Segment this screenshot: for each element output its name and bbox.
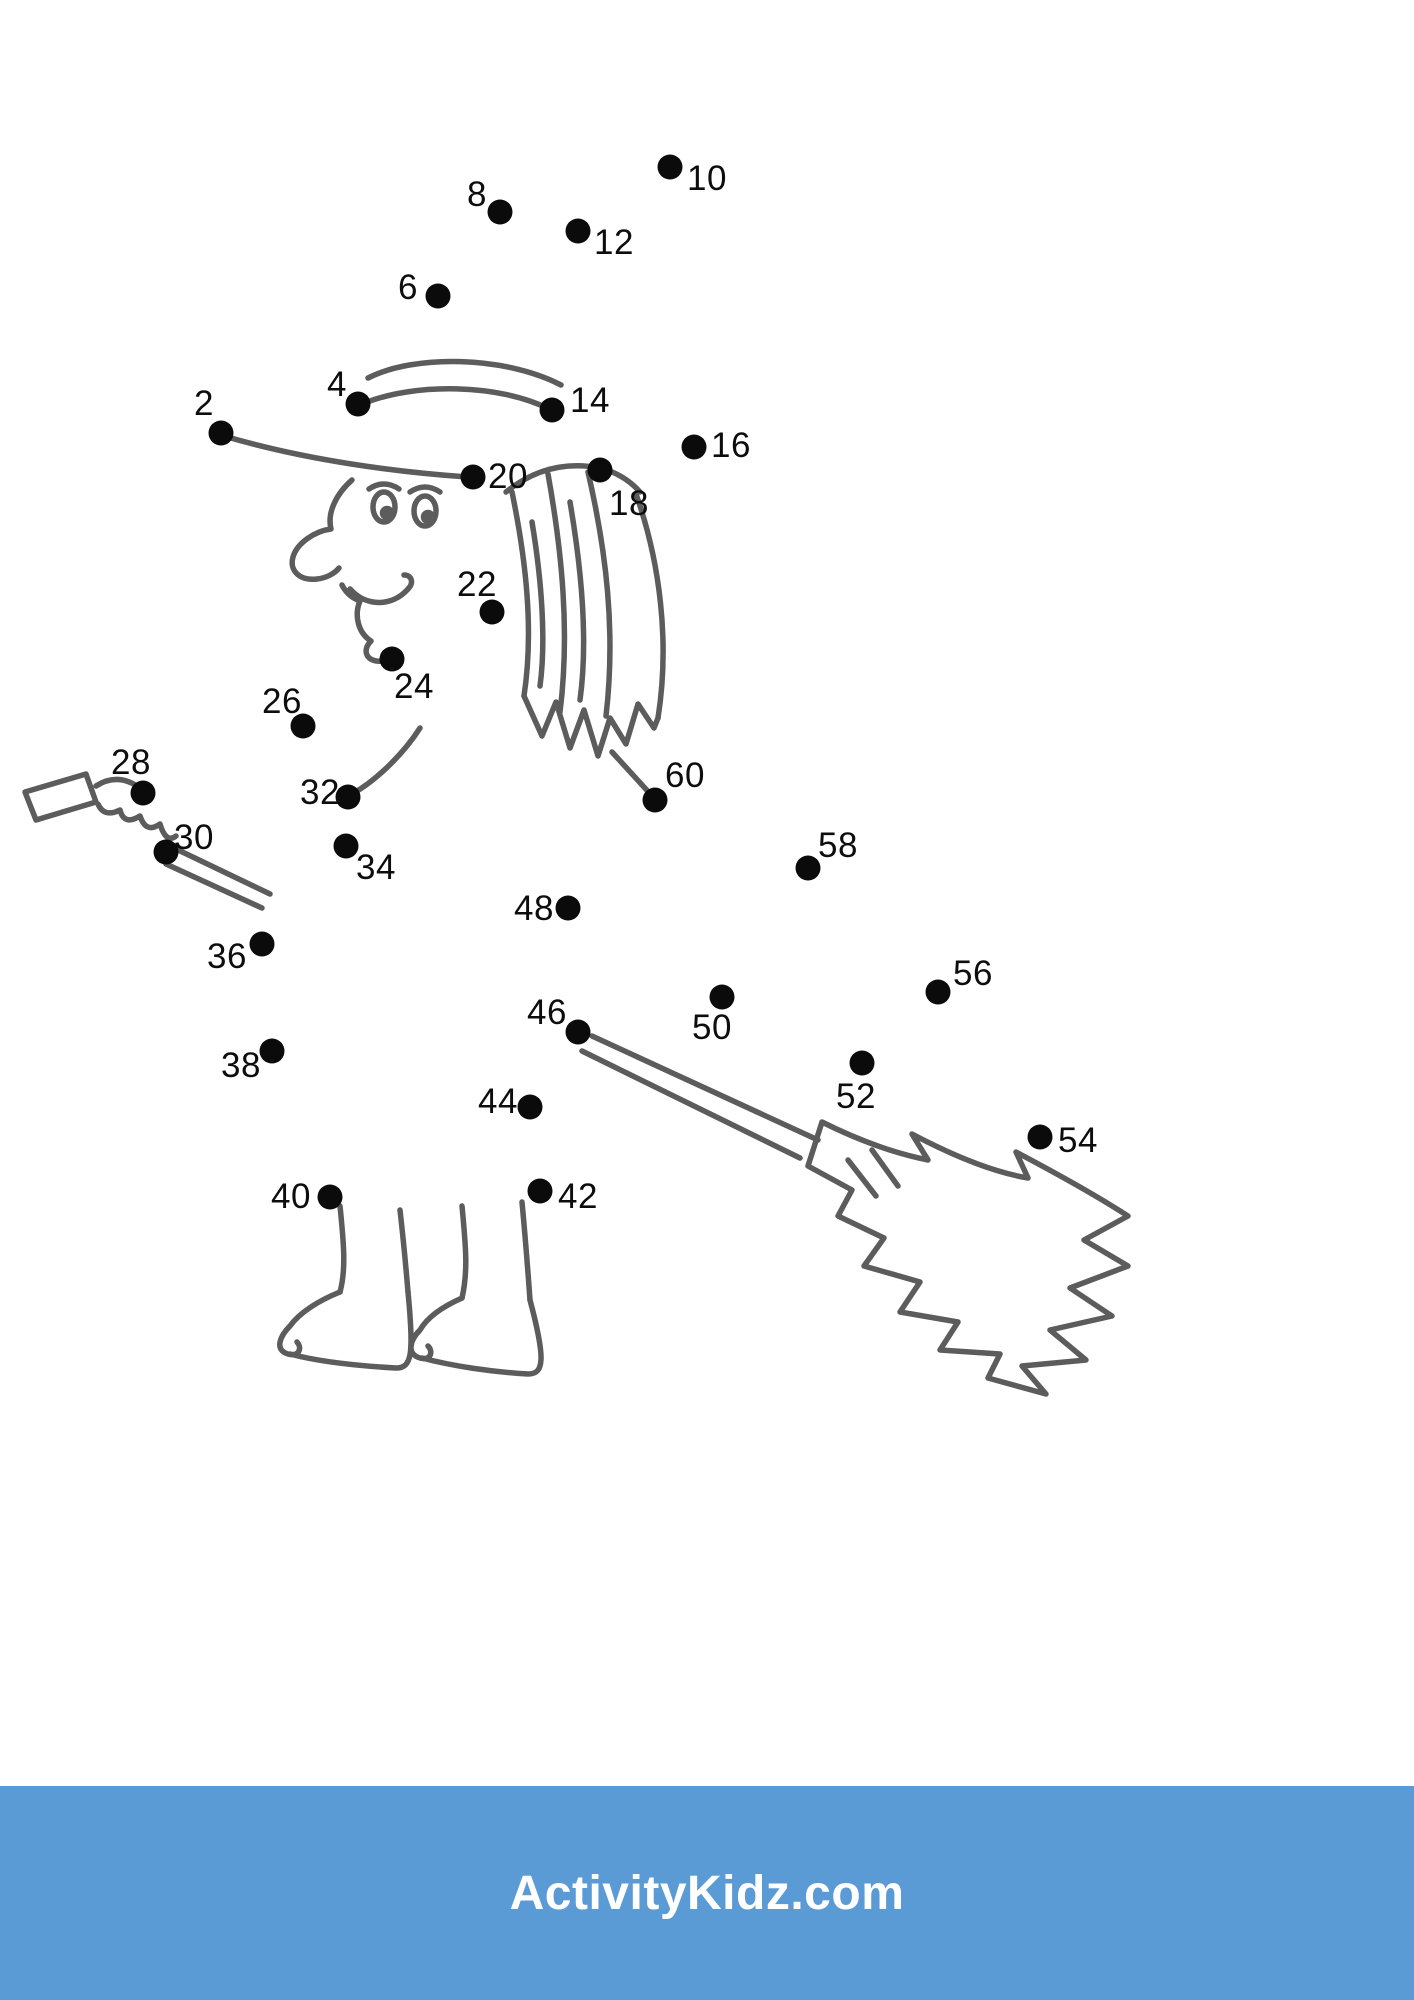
dot-marker [345, 391, 371, 417]
dot-number: 44 [478, 1082, 518, 1121]
dot-number: 24 [394, 667, 434, 706]
dot-number: 56 [953, 954, 993, 993]
dot-number: 12 [594, 223, 634, 262]
dot-number: 20 [488, 457, 528, 496]
right-boot-toe [408, 1295, 465, 1362]
dot-marker [795, 855, 821, 881]
dot-number: 40 [271, 1177, 311, 1216]
dot-number: 38 [221, 1046, 261, 1085]
dot-marker [849, 1050, 875, 1076]
dot-number: 50 [692, 1008, 732, 1047]
dot-marker [642, 787, 668, 813]
hair-jagged-ends [521, 693, 661, 759]
dot-marker [587, 457, 613, 483]
dot-marker [565, 218, 591, 244]
dot-marker [153, 839, 179, 865]
dot-number: 28 [111, 743, 151, 782]
dot-number: 10 [687, 159, 727, 198]
dot-marker [681, 434, 707, 460]
hat-band-line [359, 386, 552, 412]
dot-marker [460, 464, 486, 490]
broomstick-line [579, 1048, 803, 1161]
held-stick-line [163, 861, 265, 911]
dot-marker [517, 1094, 543, 1120]
dot-marker [1027, 1124, 1053, 1150]
dot-marker [425, 283, 451, 309]
dot-number: 32 [300, 773, 340, 812]
site-name: ActivityKidz.com [509, 1866, 905, 1920]
dot-number: 52 [836, 1077, 876, 1116]
dot-number: 36 [207, 937, 247, 976]
left-leg-line [397, 1207, 411, 1295]
left-pupil [379, 505, 395, 521]
dot-marker [208, 420, 234, 446]
dot-number: 54 [1058, 1121, 1098, 1160]
dot-marker [539, 397, 565, 423]
hair-strand [567, 499, 587, 703]
hair-strand [633, 491, 666, 721]
dot-number: 16 [711, 426, 751, 465]
broom-binding-line [869, 1147, 901, 1189]
dot-number: 42 [558, 1177, 598, 1216]
dot-marker [565, 1019, 591, 1045]
left-boot-toe [277, 1289, 343, 1358]
broomstick-line [589, 1033, 821, 1143]
dot-number: 60 [665, 756, 705, 795]
dot-number: 48 [514, 889, 554, 928]
dot-marker [317, 1184, 343, 1210]
wand-stub [22, 771, 99, 823]
hat-top-line [365, 358, 564, 388]
hair-strand [545, 471, 568, 715]
dot-number: 46 [527, 993, 567, 1032]
dot-number: 6 [398, 268, 418, 307]
smile-line [347, 572, 415, 606]
broom-binding-line [845, 1157, 879, 1199]
face-profile [289, 477, 355, 582]
right-leg-line [459, 1203, 469, 1301]
right-eye [411, 493, 439, 529]
held-stick-line [171, 845, 273, 897]
dot-marker [479, 599, 505, 625]
dot-number: 22 [457, 565, 497, 604]
right-pupil [420, 509, 436, 525]
dot-marker [527, 1178, 553, 1204]
dot-marker [925, 979, 951, 1005]
hat-brim-line [221, 433, 471, 480]
dot-number: 30 [174, 818, 214, 857]
dot-marker [709, 984, 735, 1010]
dot-number: 18 [609, 484, 649, 523]
dot-marker [333, 833, 359, 859]
left-eyebrow [366, 481, 402, 492]
right-eyebrow [407, 484, 443, 495]
dot-marker [290, 713, 316, 739]
dot-marker [487, 199, 513, 225]
dot-marker [335, 784, 361, 810]
hair-strand [585, 469, 613, 719]
dot-marker [259, 1038, 285, 1064]
dot-number: 26 [262, 682, 302, 721]
left-leg-line [337, 1203, 347, 1295]
dot-marker [130, 780, 156, 806]
dot-marker [657, 154, 683, 180]
dot-marker [555, 895, 581, 921]
right-boot-sole [419, 1297, 544, 1377]
dot-marker [379, 646, 405, 672]
broom-head [805, 1119, 1131, 1397]
dot-number: 8 [467, 175, 487, 214]
dot-number: 34 [356, 848, 396, 887]
left-eye [370, 489, 398, 525]
hair-strand [509, 489, 532, 699]
dot-number: 58 [818, 826, 858, 865]
dot-number: 14 [570, 381, 610, 420]
hand-fingers [95, 801, 179, 841]
hair-strand [529, 519, 546, 689]
dot-marker [249, 931, 275, 957]
dot-number: 2 [194, 384, 214, 423]
right-leg-line [519, 1199, 533, 1303]
dot-number: 4 [327, 365, 347, 404]
footer-banner: ActivityKidz.com [0, 1786, 1414, 2000]
